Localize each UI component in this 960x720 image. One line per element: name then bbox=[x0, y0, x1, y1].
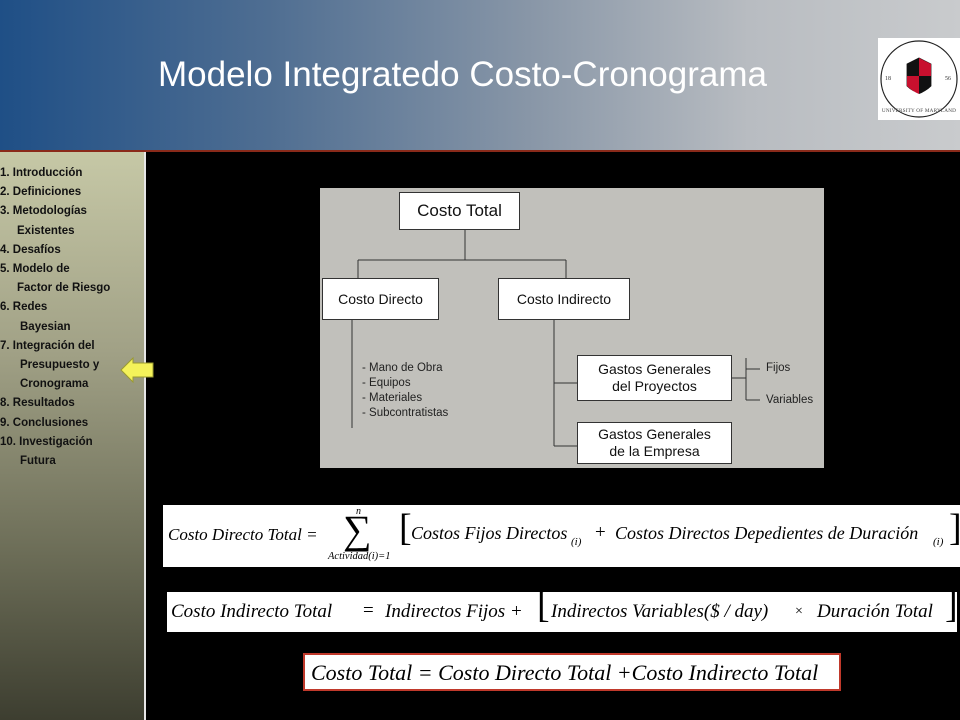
menu-item-modelo-cont[interactable]: Factor de Riesgo bbox=[17, 282, 111, 295]
costo-total-label: Costo Total bbox=[417, 201, 502, 220]
costo-directo-label: Costo Directo bbox=[338, 291, 423, 307]
eq2-variable: Indirectos Variables($ / day) bbox=[551, 601, 769, 622]
fijos-label: Fijos bbox=[766, 362, 791, 374]
eq1-sub1: (i) bbox=[571, 536, 582, 548]
eq1-lhs: Costo Directo Total = bbox=[168, 525, 318, 544]
logo-text: UNIVERSITY OF MARYLAND bbox=[882, 108, 956, 114]
eq1-plus: + bbox=[595, 522, 606, 543]
gastos-empresa-box: Gastos Generales de la Empresa bbox=[577, 422, 732, 464]
gastos-empresa-line2: de la Empresa bbox=[609, 443, 700, 459]
cost-breakdown-diagram: Costo Total Costo Directo Costo Indirect… bbox=[320, 188, 824, 468]
gastos-proyecto-line1: Gastos Generales bbox=[598, 361, 711, 377]
eq1-sum-top: n bbox=[356, 506, 361, 517]
eq2-lhs: Costo Indirecto Total bbox=[171, 601, 333, 622]
menu-item-metodologias-cont[interactable]: Existentes bbox=[17, 224, 75, 237]
eq1-sub2: (i) bbox=[933, 536, 944, 548]
sidebar-divider bbox=[144, 152, 146, 720]
equation-costo-indirecto-total: Costo Indirecto Total = Indirectos Fijos… bbox=[167, 584, 958, 632]
costo-indirecto-box: Costo Indirecto bbox=[498, 278, 630, 320]
eq1-term1: Costos Fijos Directos bbox=[411, 523, 568, 543]
direct-item-equipos: - Equipos bbox=[362, 377, 411, 389]
menu-item-definiciones[interactable]: 2. Definiciones bbox=[0, 186, 82, 199]
menu-item-introduccion[interactable]: 1. Introducción bbox=[0, 167, 83, 179]
menu-item-investigacion[interactable]: 10. Investigación bbox=[0, 435, 93, 448]
equation-costo-directo-total: Costo Directo Total = n ∑ Actividad(i)=1… bbox=[163, 505, 960, 567]
university-logo: 18 56 UNIVERSITY OF MARYLAND bbox=[878, 38, 960, 120]
menu-item-investigacion-cont[interactable]: Futura bbox=[20, 455, 56, 468]
logo-year-left: 18 bbox=[885, 76, 891, 82]
menu-item-redes-cont[interactable]: Bayesian bbox=[20, 320, 71, 333]
eq2-open-bracket: [ bbox=[537, 584, 550, 626]
menu-item-integracion-cont1[interactable]: Presupuesto y bbox=[20, 359, 100, 372]
costo-indirecto-label: Costo Indirecto bbox=[516, 291, 612, 307]
logo-year-right: 56 bbox=[945, 76, 951, 82]
sidebar bbox=[0, 152, 144, 720]
menu-item-integracion-cont2[interactable]: Cronograma bbox=[20, 378, 89, 391]
current-section-arrow-icon bbox=[120, 357, 154, 383]
eq2-close-bracket: ] bbox=[945, 584, 958, 626]
gastos-proyecto-line2: del Proyectos bbox=[612, 378, 697, 394]
costo-directo-box: Costo Directo bbox=[322, 278, 439, 320]
menu-item-metodologias[interactable]: 3. Metodologías bbox=[0, 205, 87, 218]
eq2-duration: Duración Total bbox=[817, 601, 933, 622]
eq2-fixed: Indirectos Fijos + bbox=[385, 601, 523, 622]
gastos-proyecto-box: Gastos Generales del Proyectos bbox=[577, 355, 732, 401]
eq1-sum-icon: ∑ bbox=[343, 507, 372, 552]
slide-title: Modelo Integratedo Costo-Cronograma bbox=[158, 55, 767, 94]
eq2-equals: = bbox=[363, 600, 374, 621]
gastos-empresa-line1: Gastos Generales bbox=[598, 426, 711, 442]
eq2-times: × bbox=[795, 604, 803, 619]
eq1-sum-bottom: Actividad(i)=1 bbox=[328, 551, 391, 562]
slide-header bbox=[0, 0, 960, 150]
header-rule bbox=[0, 150, 960, 152]
eq1-open-bracket: [ bbox=[399, 507, 412, 549]
variables-label: Variables bbox=[766, 394, 814, 406]
menu-item-integracion[interactable]: 7. Integración del bbox=[0, 339, 95, 352]
menu-item-redes[interactable]: 6. Redes bbox=[0, 301, 48, 314]
menu-item-conclusiones[interactable]: 9. Conclusiones bbox=[0, 416, 89, 429]
equation-costo-total: Costo Total = Costo Directo Total +Costo… bbox=[303, 653, 841, 691]
direct-item-materiales: - Materiales bbox=[362, 392, 423, 404]
menu-item-resultados[interactable]: 8. Resultados bbox=[0, 397, 75, 410]
diagram-connectors bbox=[351, 230, 760, 447]
direct-item-subcontratistas: - Subcontratistas bbox=[362, 407, 449, 419]
menu-item-desafios[interactable]: 4. Desafíos bbox=[0, 243, 61, 256]
costo-total-box: Costo Total bbox=[399, 192, 520, 230]
eq1-term2: Costos Directos Depedientes de Duración bbox=[615, 523, 919, 543]
direct-item-mano-de-obra: - Mano de Obra bbox=[362, 362, 443, 374]
agenda-menu: 1. Introducción 2. Definiciones 3. Metod… bbox=[0, 164, 110, 471]
menu-item-modelo[interactable]: 5. Modelo de bbox=[0, 263, 70, 276]
eq1-close-bracket: ] bbox=[949, 509, 960, 547]
eq3-text: Costo Total = Costo Directo Total +Costo… bbox=[311, 660, 819, 685]
